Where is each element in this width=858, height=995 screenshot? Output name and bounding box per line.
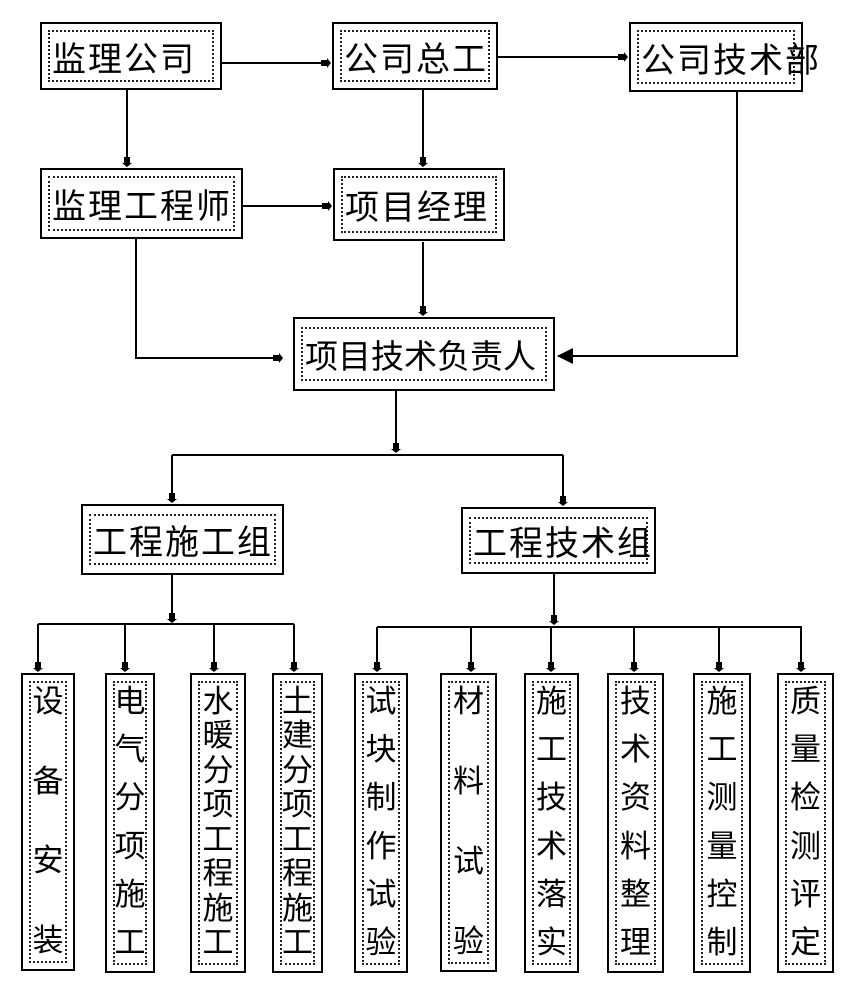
unit-survey-control: 施工测量控制 (693, 673, 751, 973)
unit-label-char: 暖 (202, 718, 234, 755)
unit-label-char: 土 (282, 684, 313, 720)
unit-label: 电气分项施工 (113, 681, 147, 965)
node-label: 公司技术部 (637, 30, 819, 84)
unit-label-char: 技 (620, 684, 651, 720)
node-project-manager: 项目经理 (333, 168, 505, 241)
unit-label-char: 控 (706, 876, 738, 913)
unit-label-char: 制 (706, 924, 738, 961)
unit-label-char: 实 (536, 924, 567, 961)
unit-label: 设备安装 (29, 681, 67, 963)
unit-label-char: 工 (706, 732, 738, 769)
unit-label-char: 施 (282, 890, 313, 927)
unit-label-char: 理 (620, 924, 651, 961)
unit-label-char: 水 (202, 684, 234, 720)
unit-label-char: 施 (536, 684, 567, 720)
unit-label-char: 程 (282, 856, 313, 893)
unit-label: 质量检测评定 (785, 681, 826, 965)
unit-label-char: 工 (282, 924, 313, 961)
unit-label-char: 项 (202, 787, 234, 824)
unit-label-char: 建 (282, 718, 313, 755)
unit-civil-construction: 土建分项工程施工 (272, 673, 323, 973)
unit-label-char: 验 (453, 924, 484, 960)
unit-label-char: 量 (790, 732, 821, 769)
node-label: 监理公司 (48, 30, 214, 82)
unit-label-char: 技 (536, 780, 567, 817)
unit-label-char: 分 (202, 752, 234, 789)
unit-label-char: 验 (365, 924, 397, 961)
unit-label: 施工测量控制 (701, 681, 743, 965)
unit-label-char: 制 (365, 780, 397, 817)
unit-label-char: 资 (620, 780, 651, 817)
unit-label: 土建分项工程施工 (280, 681, 315, 965)
unit-label-char: 安 (32, 843, 64, 880)
unit-label-char: 落 (536, 876, 567, 913)
unit-label-char: 分 (282, 752, 313, 789)
unit-label-char: 项 (114, 828, 146, 865)
unit-label-char: 工 (202, 924, 234, 961)
unit-electrical-construction: 电气分项施工 (105, 673, 155, 973)
unit-label-char: 质 (790, 684, 821, 720)
unit-label-char: 设 (32, 684, 64, 720)
edge-engineer-to-techlead (135, 239, 283, 363)
unit-label-char: 材 (453, 684, 484, 720)
unit-label-char: 工 (536, 732, 567, 769)
unit-label-char: 料 (453, 764, 484, 800)
node-label: 公司总工 (340, 30, 490, 82)
unit-equipment-installation: 设备安装 (21, 673, 75, 971)
unit-material-testing: 材料试验 (440, 673, 497, 972)
unit-label-char: 气 (114, 732, 146, 769)
unit-label-char: 评 (790, 876, 821, 913)
node-label: 项目技术负责人 (301, 327, 547, 381)
unit-label-char: 施 (114, 876, 146, 913)
node-label: 工程技术组 (469, 517, 651, 564)
node-supervision-company: 监理公司 (40, 22, 222, 90)
unit-label-char: 术 (620, 732, 651, 769)
unit-label: 试块制作试验 (362, 681, 400, 965)
unit-label: 水暖分项工程施工 (198, 681, 238, 965)
node-technical-group: 工程技术组 (461, 507, 656, 574)
node-project-tech-lead: 项目技术负责人 (293, 317, 555, 391)
node-company-chief-engineer: 公司总工 (332, 22, 498, 90)
unit-label-char: 工 (282, 821, 313, 858)
unit-label-char: 块 (365, 732, 397, 769)
node-company-tech-dept: 公司技术部 (629, 22, 819, 92)
unit-label-char: 工 (202, 821, 234, 858)
unit-test-block-making: 试块制作试验 (354, 673, 408, 973)
unit-label-char: 料 (620, 828, 651, 865)
unit-label-char: 检 (790, 780, 821, 817)
unit-label-char: 整 (620, 876, 651, 913)
unit-label-char: 备 (32, 763, 64, 800)
node-label: 工程施工组 (89, 514, 276, 565)
unit-quality-inspection: 质量检测评定 (777, 673, 834, 973)
unit-label-char: 量 (706, 828, 738, 865)
unit-label-char: 测 (706, 780, 738, 817)
unit-label-char: 术 (536, 828, 567, 865)
unit-label: 材料试验 (448, 681, 489, 964)
unit-label-char: 试 (365, 684, 397, 720)
unit-label: 施工技术落实 (532, 681, 571, 965)
unit-plumbing-hvac-construction: 水暖分项工程施工 (190, 673, 246, 973)
unit-label-char: 电 (114, 684, 146, 720)
unit-label-char: 测 (790, 828, 821, 865)
node-supervising-engineer: 监理工程师 (40, 168, 243, 239)
unit-label-char: 施 (202, 890, 234, 927)
unit-label-char: 试 (453, 844, 484, 880)
node-construction-group: 工程施工组 (81, 504, 284, 575)
unit-label-char: 项 (282, 787, 313, 824)
unit-label-char: 程 (202, 856, 234, 893)
unit-construction-tech-implementation: 施工技术落实 (524, 673, 579, 973)
unit-label: 技术资料整理 (615, 681, 656, 965)
unit-label-char: 施 (706, 684, 738, 720)
unit-label-char: 分 (114, 780, 146, 817)
unit-label-char: 定 (790, 924, 821, 961)
node-label: 项目经理 (341, 176, 497, 233)
unit-tech-document-management: 技术资料整理 (607, 673, 664, 973)
unit-label-char: 装 (32, 922, 64, 959)
node-label: 监理工程师 (48, 176, 235, 231)
unit-label-char: 作 (365, 828, 397, 865)
unit-label-char: 工 (114, 924, 146, 961)
unit-label-char: 试 (365, 876, 397, 913)
edge-techdept-to-techlead (557, 92, 738, 364)
